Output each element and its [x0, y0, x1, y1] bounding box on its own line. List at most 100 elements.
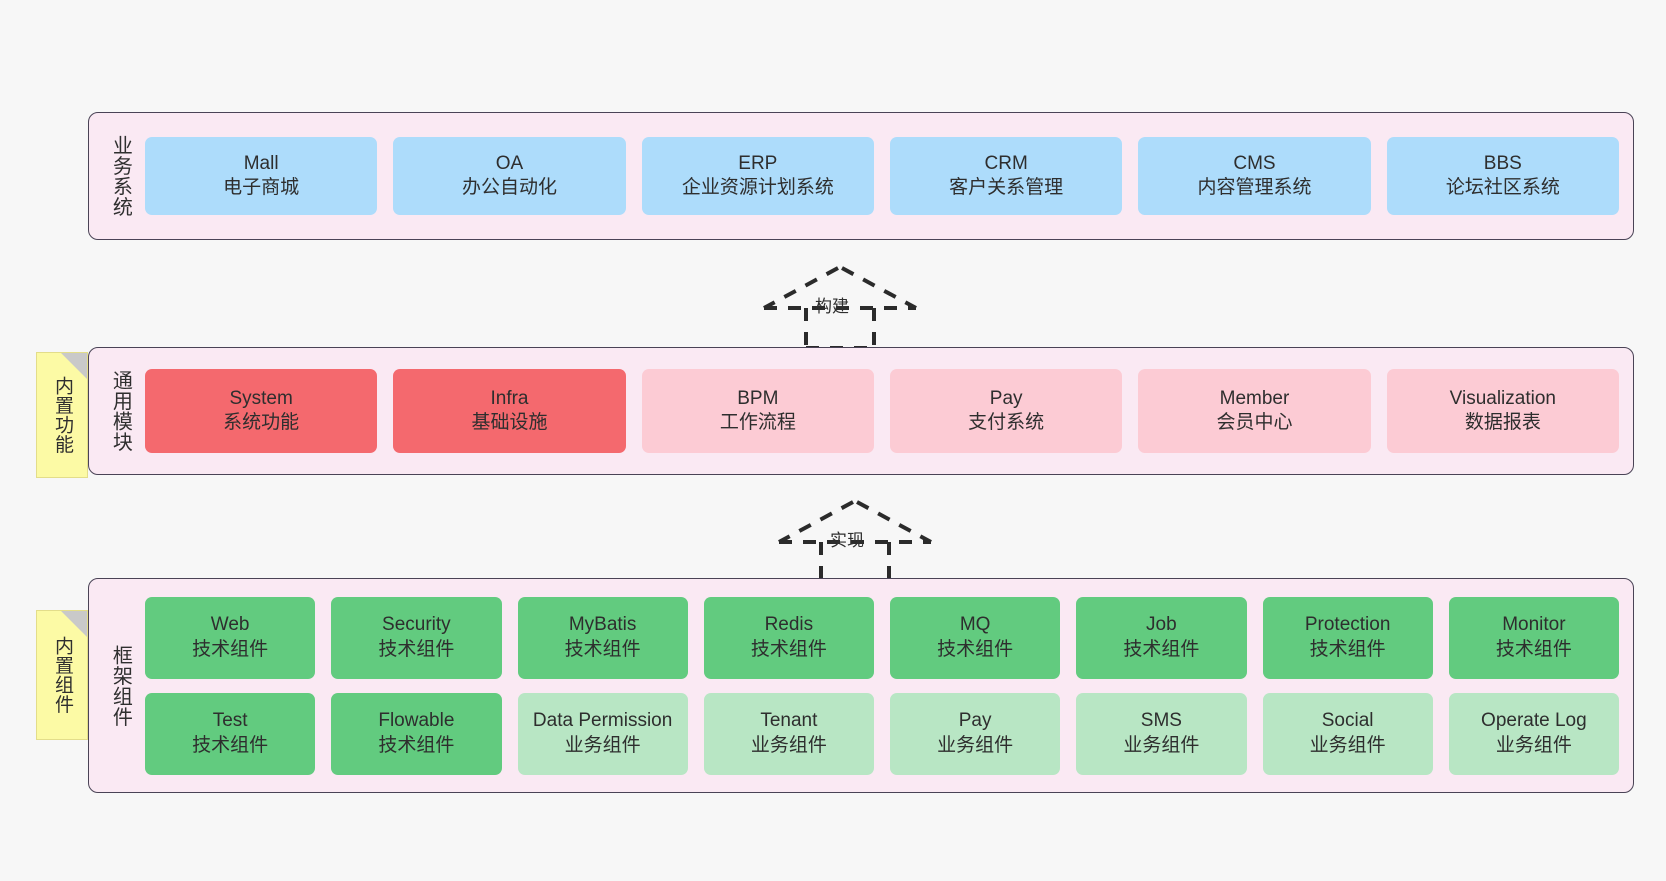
card-mybatis[interactable]: MyBatis 技术组件 — [517, 596, 688, 679]
card-title-cn: 技术组件 — [192, 734, 269, 756]
layer-common-modules: 通用模块 System 系统功能 Infra 基础设施 BPM 工作流程 Pay… — [88, 347, 1634, 475]
card-title-en: Mall — [243, 152, 279, 174]
card-title-en: Social — [1321, 710, 1374, 732]
card-title-cn: 企业资源计划系统 — [681, 177, 834, 198]
card-title-cn: 支付系统 — [968, 412, 1045, 433]
card-title-cn: 工作流程 — [719, 412, 796, 433]
card-mall[interactable]: Mall 电子商城 — [145, 137, 378, 215]
card-title-en: Visualization — [1449, 387, 1556, 409]
card-row: Test 技术组件 Flowable 技术组件 Data Permission … — [145, 692, 1619, 775]
card-title-cn: 技术组件 — [378, 638, 455, 660]
connector-build-label: 构建 — [815, 297, 849, 316]
card-title-en: BPM — [737, 387, 779, 409]
card-title-cn: 系统功能 — [223, 412, 300, 433]
card-infra[interactable]: Infra 基础设施 — [393, 369, 626, 453]
card-title-cn: 业务组件 — [750, 734, 827, 756]
card-tenant[interactable]: Tenant 业务组件 — [703, 692, 874, 775]
card-visualization[interactable]: Visualization 数据报表 — [1386, 369, 1619, 453]
card-system[interactable]: System 系统功能 — [145, 369, 378, 453]
card-title-cn: 基础设施 — [471, 412, 548, 433]
card-title-en: CMS — [1233, 152, 1276, 174]
card-title-en: CRM — [984, 152, 1028, 174]
card-title-en: BBS — [1483, 152, 1522, 174]
card-title-en: Member — [1219, 387, 1290, 409]
card-cms[interactable]: CMS 内容管理系统 — [1138, 137, 1371, 215]
card-title-en: Flowable — [378, 710, 455, 732]
card-title-en: Tenant — [760, 710, 818, 732]
card-title-cn: 业务组件 — [1123, 734, 1200, 756]
card-title-cn: 电子商城 — [223, 177, 300, 198]
card-title-cn: 内容管理系统 — [1197, 177, 1312, 198]
card-title-cn: 技术组件 — [378, 734, 455, 756]
layer-business-systems: 业务系统 Mall 电子商城 OA 办公自动化 ERP 企业资源计划系统 CRM… — [88, 112, 1634, 240]
connector-implement-label: 实现 — [830, 531, 864, 550]
sticky-note-label: 内置组件 — [52, 636, 74, 714]
card-title-en: System — [229, 387, 293, 409]
card-title-cn: 业务组件 — [564, 734, 641, 756]
card-title-cn: 客户关系管理 — [949, 177, 1064, 198]
page-fold-icon — [61, 353, 87, 379]
card-row: Web 技术组件 Security 技术组件 MyBatis 技术组件 Redi… — [145, 596, 1619, 679]
card-bbs[interactable]: BBS 论坛社区系统 — [1386, 137, 1619, 215]
card-title-en: MQ — [959, 614, 991, 636]
card-data-permission[interactable]: Data Permission 业务组件 — [517, 692, 688, 775]
layer-framework-components: 框架组件 Web 技术组件 Security 技术组件 MyBatis 技术组件… — [88, 578, 1634, 793]
card-title-en: Monitor — [1502, 614, 1566, 636]
card-member[interactable]: Member 会员中心 — [1138, 369, 1371, 453]
card-title-cn: 技术组件 — [1495, 638, 1572, 660]
card-bpm[interactable]: BPM 工作流程 — [641, 369, 874, 453]
card-web[interactable]: Web 技术组件 — [145, 596, 316, 679]
card-pay-component[interactable]: Pay 业务组件 — [890, 692, 1061, 775]
card-crm[interactable]: CRM 客户关系管理 — [889, 137, 1123, 215]
layer-title-business: 业务系统 — [109, 135, 132, 217]
card-title-en: Security — [382, 614, 451, 636]
card-test[interactable]: Test 技术组件 — [145, 692, 316, 775]
page-fold-icon — [61, 611, 87, 637]
card-job[interactable]: Job 技术组件 — [1076, 596, 1247, 679]
card-title-en: Test — [212, 710, 248, 732]
card-redis[interactable]: Redis 技术组件 — [703, 596, 874, 679]
card-title-en: Infra — [490, 387, 529, 409]
card-flowable[interactable]: Flowable 技术组件 — [331, 692, 502, 775]
card-title-cn: 技术组件 — [750, 638, 827, 660]
card-social[interactable]: Social 业务组件 — [1262, 692, 1433, 775]
card-title-en: ERP — [738, 152, 778, 174]
card-title-cn: 技术组件 — [937, 638, 1014, 660]
layer-framework-cards: Web 技术组件 Security 技术组件 MyBatis 技术组件 Redi… — [145, 589, 1619, 782]
card-title-cn: 数据报表 — [1464, 412, 1541, 433]
card-row: Mall 电子商城 OA 办公自动化 ERP 企业资源计划系统 CRM 客户关系… — [145, 137, 1619, 215]
card-operate-log[interactable]: Operate Log 业务组件 — [1448, 692, 1619, 775]
card-title-cn: 技术组件 — [1309, 638, 1386, 660]
card-title-en: Pay — [958, 710, 992, 732]
layer-title-module: 通用模块 — [109, 370, 132, 452]
card-title-en: MyBatis — [568, 614, 637, 636]
card-security[interactable]: Security 技术组件 — [331, 596, 502, 679]
layer-module-cards: System 系统功能 Infra 基础设施 BPM 工作流程 Pay 支付系统… — [145, 358, 1619, 464]
sticky-note-label: 内置功能 — [52, 376, 74, 454]
card-oa[interactable]: OA 办公自动化 — [393, 137, 626, 215]
card-title-en: Operate Log — [1481, 710, 1587, 732]
card-title-cn: 业务组件 — [1309, 734, 1386, 756]
card-monitor[interactable]: Monitor 技术组件 — [1448, 596, 1619, 679]
card-sms[interactable]: SMS 业务组件 — [1076, 692, 1247, 775]
card-title-en: SMS — [1140, 710, 1182, 732]
layer-title-framework: 框架组件 — [109, 644, 132, 727]
card-title-cn: 业务组件 — [1495, 734, 1572, 756]
card-erp[interactable]: ERP 企业资源计划系统 — [641, 137, 874, 215]
card-title-en: Web — [210, 614, 250, 636]
card-title-cn: 技术组件 — [1123, 638, 1200, 660]
card-title-en: Redis — [764, 614, 814, 636]
card-mq[interactable]: MQ 技术组件 — [890, 596, 1061, 679]
sticky-note-builtin-features: 内置功能 — [36, 352, 88, 478]
card-title-cn: 技术组件 — [564, 638, 641, 660]
sticky-note-builtin-components: 内置组件 — [36, 610, 88, 740]
layer-business-cards: Mall 电子商城 OA 办公自动化 ERP 企业资源计划系统 CRM 客户关系… — [145, 123, 1619, 229]
card-title-en: Job — [1146, 614, 1177, 636]
card-title-cn: 业务组件 — [937, 734, 1014, 756]
card-pay-module[interactable]: Pay 支付系统 — [889, 369, 1123, 453]
card-row: System 系统功能 Infra 基础设施 BPM 工作流程 Pay 支付系统… — [145, 369, 1619, 453]
card-title-en: OA — [495, 152, 524, 174]
card-protection[interactable]: Protection 技术组件 — [1262, 596, 1433, 679]
card-title-cn: 论坛社区系统 — [1445, 177, 1560, 198]
